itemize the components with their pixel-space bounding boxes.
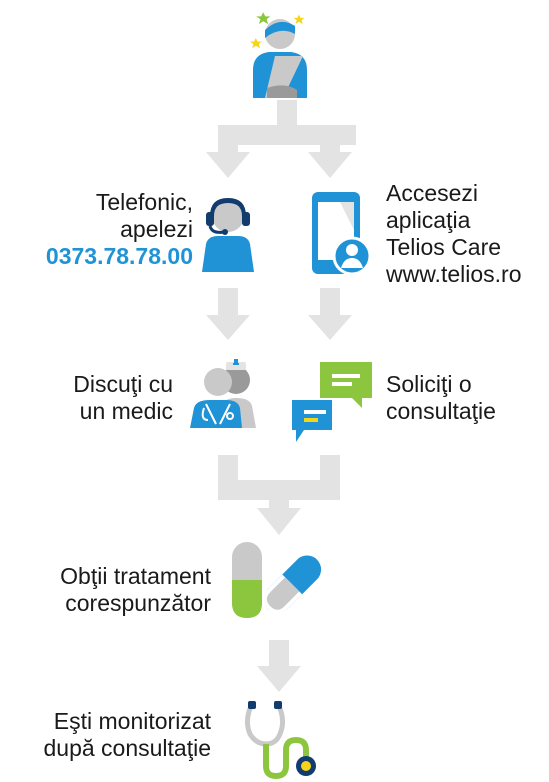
arrow-right-2-head [308, 315, 352, 340]
stethoscope-icon [244, 701, 316, 780]
mobile-app-icon [312, 192, 372, 276]
arrow-left-2-stem [218, 288, 238, 316]
doctor-step-line1: Discuţi cu [73, 371, 173, 397]
arrow-right-head [308, 152, 352, 178]
consult-step-label: Soliciţi o consultaţie [386, 371, 496, 425]
phone-step-label: Telefonic, apelezi 0373.78.78.00 [46, 189, 193, 270]
arrow-last-stem [269, 640, 289, 668]
arrow-left-stem [218, 125, 238, 153]
treatment-step-line2: corespunzător [65, 590, 211, 616]
doctor-step-line2: un medic [79, 398, 173, 424]
call-center-operator-icon [202, 198, 254, 272]
arrow-top-stem [277, 100, 297, 130]
app-step-line2: aplicaţia [386, 207, 471, 233]
treatment-step-label: Obţii tratament corespunzător [60, 563, 211, 617]
app-step-line3: Telios Care [386, 234, 502, 260]
phone-number-link[interactable]: 0373.78.78.00 [45, 243, 193, 269]
arrow-merge-head [257, 508, 301, 535]
treatment-step-line1: Obţii tratament [60, 563, 211, 589]
arrow-merge-stem [269, 480, 289, 510]
app-step-label: Accesezi aplicaţia Telios Care www.telio… [386, 180, 521, 288]
consult-step-line1: Soliciţi o [386, 371, 472, 397]
app-step-line1: Accesezi [386, 180, 479, 206]
consult-step-line2: consultaţie [386, 398, 496, 424]
arrow-left-head [206, 152, 250, 178]
arrow-last-head [257, 666, 301, 692]
arrow-right-stem [320, 125, 340, 153]
phone-step-line2: apelezi [120, 216, 193, 242]
doctor-and-nurse-icon [190, 359, 256, 428]
phone-step-line1: Telefonic, [95, 189, 193, 215]
doctor-step-label: Discuţi cu un medic [73, 371, 173, 425]
monitor-step-label: Eşti monitorizat după consultaţie [43, 708, 211, 762]
monitor-step-line2: după consultaţie [43, 735, 211, 761]
arrow-left-2-head [206, 315, 250, 340]
monitor-step-line1: Eşti monitorizat [53, 708, 211, 734]
chat-bubbles-icon [292, 362, 372, 442]
arrow-right-2-stem [320, 288, 340, 316]
pills-icon [232, 542, 322, 618]
injured-patient-icon [249, 12, 307, 98]
app-step-line4[interactable]: www.telios.ro [386, 261, 522, 287]
